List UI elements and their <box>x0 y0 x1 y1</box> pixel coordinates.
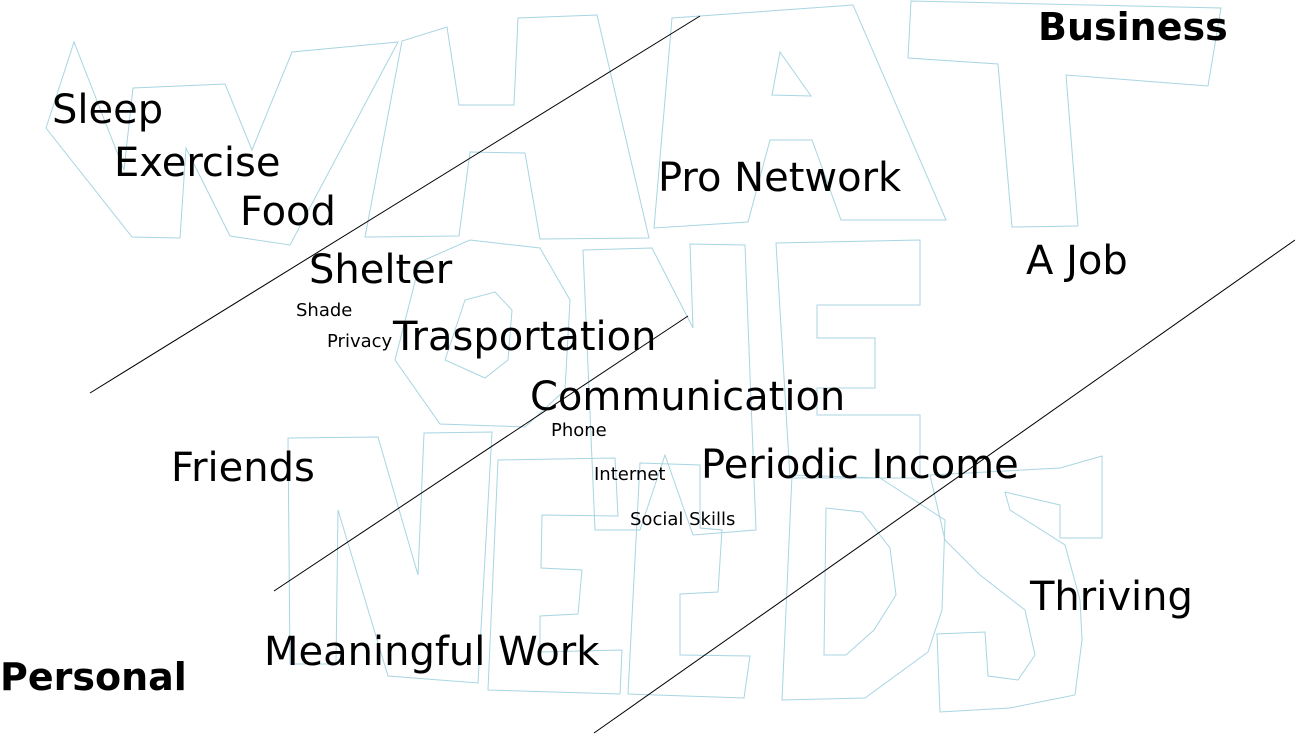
need-privacy: Privacy <box>327 331 393 352</box>
outline-letter-e2 <box>487 457 623 695</box>
need-phone: Phone <box>551 420 607 441</box>
divider-line-3 <box>593 239 1295 734</box>
need-meaningful-work: Meaningful Work <box>264 629 600 675</box>
need-periodic-income: Periodic Income <box>701 442 1019 488</box>
need-transportation: Trasportation <box>393 314 657 360</box>
outline-letter-a-hole <box>771 50 812 97</box>
outline-letter-n <box>582 243 757 536</box>
what-one-needs-outline-lettering <box>45 0 1222 713</box>
divider-line-1 <box>89 15 701 394</box>
need-friends: Friends <box>171 445 315 491</box>
need-a-job: A Job <box>1026 238 1128 284</box>
outline-letter-d-hole <box>823 507 897 656</box>
outline-letter-s <box>929 455 1103 713</box>
need-thriving: Thriving <box>1030 574 1193 620</box>
need-shade: Shade <box>296 300 353 321</box>
need-exercise: Exercise <box>114 140 281 186</box>
business-corner-label: Business <box>1038 5 1228 49</box>
outline-letter-e <box>775 239 921 479</box>
need-food: Food <box>240 189 336 235</box>
outline-letter-w <box>45 40 399 246</box>
need-communication: Communication <box>530 374 846 420</box>
outline-letter-o-hole <box>444 291 513 379</box>
need-internet: Internet <box>594 464 666 485</box>
need-shelter: Shelter <box>309 247 453 293</box>
diagonal-dividers <box>89 15 1295 734</box>
need-social-skills: Social Skills <box>630 509 736 530</box>
need-sleep: Sleep <box>52 87 164 133</box>
outline-letter-o <box>394 239 571 428</box>
outline-letter-a <box>653 4 947 229</box>
outline-letter-e3 <box>627 462 751 699</box>
outline-letter-d <box>781 474 946 701</box>
personal-corner-label: Personal <box>0 655 187 699</box>
need-pro-network: Pro Network <box>658 155 902 201</box>
outline-letter-n2 <box>287 431 493 684</box>
divider-line-2 <box>273 315 689 592</box>
outline-letter-h <box>364 14 650 240</box>
outline-letter-t <box>907 0 1222 228</box>
